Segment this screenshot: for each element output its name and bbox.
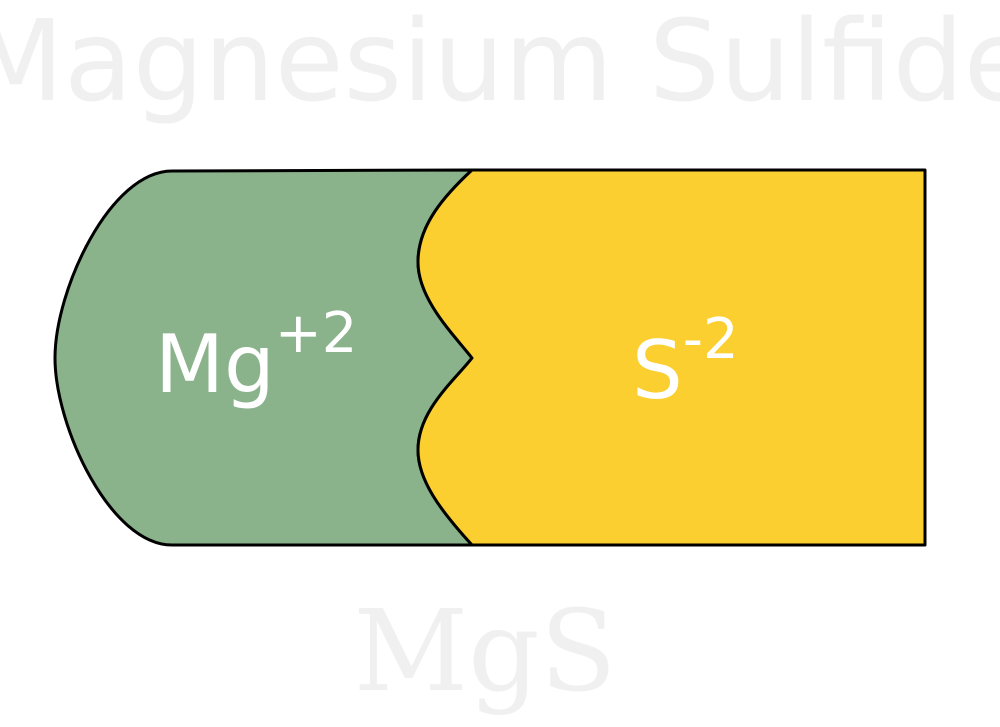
compound-formula: MgS xyxy=(353,587,616,717)
anion-label: S-2 xyxy=(632,307,739,417)
anion-piece xyxy=(416,168,927,547)
anion-symbol: S xyxy=(632,324,683,417)
cation-charge: +2 xyxy=(275,301,358,366)
cation-symbol: Mg xyxy=(155,318,275,411)
cation-label: Mg+2 xyxy=(155,301,357,411)
compound-title: Magnesium Sulfide xyxy=(0,0,1000,127)
anion-charge: -2 xyxy=(683,307,739,372)
